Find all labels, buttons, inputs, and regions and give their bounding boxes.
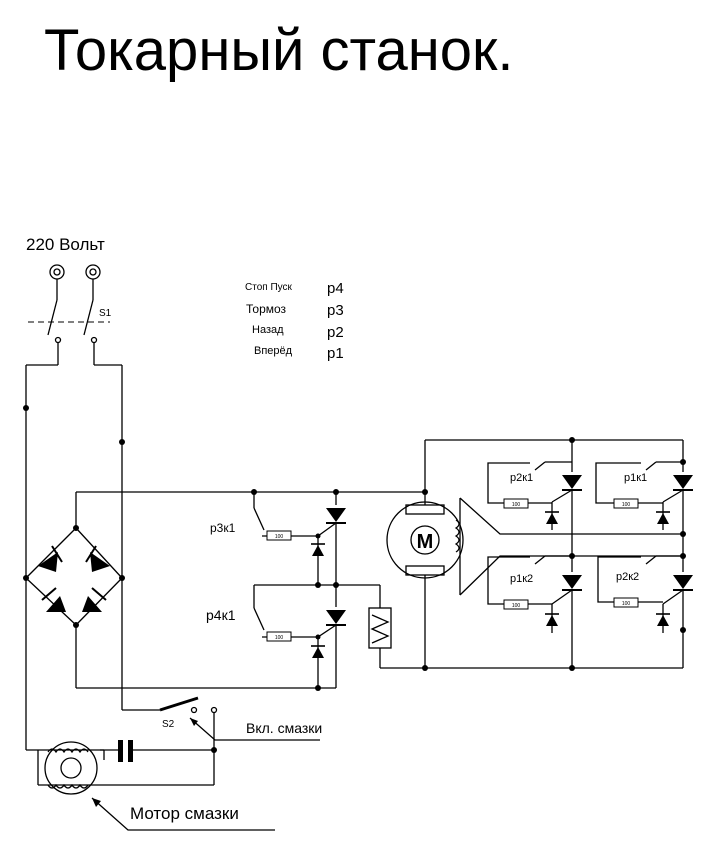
motor-label: M: [417, 531, 434, 553]
resistor-value: 100: [275, 635, 284, 641]
legend-text: Вперёд: [254, 345, 293, 357]
legend-relay: р2: [327, 324, 344, 341]
resistor-value: 100: [622, 502, 631, 508]
resistor-value: 100: [512, 603, 521, 609]
s2-label: S2: [162, 719, 175, 730]
legend-text: Назад: [252, 324, 284, 336]
diode-bridge: [23, 492, 125, 688]
legend-relay: р3: [327, 302, 344, 319]
legend-relay: р1: [327, 345, 344, 362]
r1k2-label: р1к2: [510, 573, 533, 585]
main-motor: M: [386, 492, 683, 668]
lube-circuit: [26, 696, 320, 831]
lube-motor-label: Мотор смазки: [130, 804, 239, 823]
resistor-value: 100: [622, 601, 631, 607]
r3k1-label: р3к1: [210, 521, 236, 535]
page-title: Токарный станок.: [44, 18, 514, 83]
supply-label: 220 Вольт: [26, 235, 105, 254]
legend-relay: р4: [327, 280, 344, 297]
s1-label: S1: [99, 308, 112, 319]
reversing-bridge: [424, 437, 694, 668]
r4k1-label: р4к1: [206, 607, 236, 623]
r1k1-label: р1к1: [624, 472, 647, 484]
dc-bus: [76, 489, 428, 691]
r2k1-label: р2к1: [510, 472, 533, 484]
left-rails: [23, 365, 160, 750]
brake-thyristor-branch: [253, 492, 380, 588]
lube-switch-label: Вкл. смазки: [246, 720, 322, 736]
r2k2-label: р2к2: [616, 571, 639, 583]
resistor-value: 100: [512, 502, 521, 508]
legend-text: Тормоз: [246, 302, 287, 316]
resistor-value: 100: [275, 534, 284, 540]
power-terminals: [26, 264, 122, 366]
legend: Стоп Пуск р4 Тормоз р3 Назад р2 Вперёд р…: [245, 280, 344, 362]
legend-text: Стоп Пуск: [245, 282, 293, 293]
start-thyristor-branch: [253, 585, 347, 688]
resistor-labels: 100 100 100 100 100 100: [275, 502, 631, 641]
